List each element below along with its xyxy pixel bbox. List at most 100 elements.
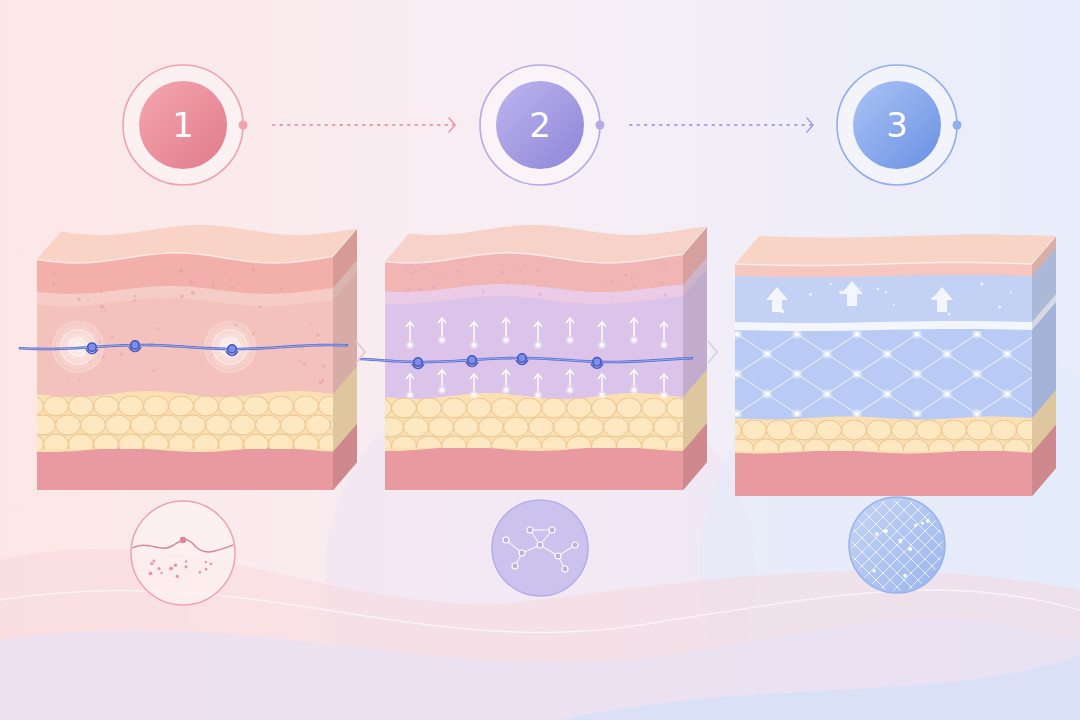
sparkle-glow	[597, 340, 607, 350]
speckle	[547, 285, 549, 287]
skin-layer	[385, 296, 683, 490]
speckle	[633, 285, 637, 289]
fat-cell	[504, 417, 529, 437]
speckle	[259, 306, 261, 308]
fat-cell	[767, 420, 792, 440]
fat-cell	[592, 398, 617, 418]
sparkle-glow	[911, 408, 923, 417]
fat-cell	[904, 439, 929, 451]
arrow-shaft	[505, 370, 507, 386]
mesh-line	[739, 485, 859, 605]
arrow-shaft	[537, 322, 539, 341]
collagen-mesh	[735, 331, 1032, 417]
arrow-shaft	[601, 374, 603, 391]
sparkle	[860, 287, 862, 289]
lift-arrow	[659, 322, 669, 350]
sparkle-glow	[971, 331, 983, 340]
fat-cell	[529, 417, 554, 437]
speckle	[174, 564, 177, 567]
thread-knot	[88, 343, 96, 351]
fat-cell	[69, 396, 94, 416]
skin-edge-highlight	[1032, 236, 1056, 264]
fat-cell	[44, 396, 69, 416]
fat-cell	[754, 439, 779, 451]
sparkle	[735, 332, 739, 336]
mesh-line	[921, 485, 1041, 605]
flow-chevron	[356, 341, 365, 363]
speckle	[209, 562, 212, 565]
skin-layer	[735, 263, 1032, 497]
speckle	[229, 279, 232, 282]
fat-cell	[454, 417, 479, 437]
mesh-line	[949, 485, 1069, 605]
mesh-line	[893, 485, 1013, 605]
fat-cell	[181, 415, 206, 435]
sparkle-glow	[597, 390, 607, 400]
speckle	[158, 567, 161, 570]
speckle	[111, 335, 114, 338]
lift-arrow	[469, 374, 479, 400]
sparkle	[872, 569, 875, 572]
arrow-shaft	[441, 318, 443, 336]
mesh-line	[739, 485, 859, 605]
detail-circle	[492, 500, 588, 596]
speckle	[500, 271, 503, 274]
fat-cell	[306, 415, 331, 435]
network-node	[512, 563, 518, 569]
sparkle	[765, 392, 769, 396]
speckle	[538, 292, 541, 295]
arrow-shaft	[633, 318, 635, 336]
detail-disc	[131, 501, 235, 605]
arrow-head	[660, 374, 668, 379]
fat-cell	[81, 415, 106, 435]
fat-cell	[294, 434, 319, 449]
sparkle	[945, 352, 949, 356]
sparkle-glow	[791, 331, 803, 340]
speckle	[133, 299, 136, 302]
speckle	[663, 268, 666, 271]
sparkle-glow	[971, 408, 983, 417]
sparkle	[568, 338, 572, 342]
skin-side	[1032, 248, 1056, 496]
speckle	[100, 305, 104, 309]
detail-circle	[725, 485, 1069, 605]
fat-cell	[319, 396, 334, 416]
speckle	[179, 270, 182, 273]
sparkle	[440, 338, 444, 342]
dotted-line	[630, 124, 813, 126]
speckle	[482, 290, 485, 293]
thread	[360, 354, 692, 369]
lift-arrow	[437, 318, 447, 345]
sparkle	[795, 412, 799, 416]
arrow-shaft	[409, 374, 411, 391]
step-circle-fill	[496, 81, 584, 169]
sparkle	[875, 532, 879, 536]
fat-cell	[854, 439, 879, 451]
fat-cell	[492, 398, 517, 418]
mesh-line	[879, 485, 999, 605]
skin-side	[683, 268, 707, 490]
skin-side	[333, 260, 357, 490]
thread-knot	[518, 354, 526, 362]
mesh-line	[907, 485, 1027, 605]
speckle	[474, 287, 476, 289]
fat-cell	[792, 420, 817, 440]
fat-cell	[667, 398, 684, 418]
fat-cell	[392, 398, 417, 418]
lift-arrow	[533, 374, 543, 400]
sparkle	[876, 288, 879, 291]
skin-layer	[37, 391, 333, 490]
speckle	[176, 575, 179, 578]
sparkle-glow	[501, 385, 511, 395]
speckle	[185, 560, 188, 563]
fat-cell	[194, 434, 219, 449]
fat-cell	[867, 420, 892, 440]
skin-layer	[385, 253, 683, 490]
stimulation-glow	[202, 319, 258, 375]
arrow-head	[566, 370, 574, 375]
lift-arrow	[437, 370, 447, 395]
speckle	[231, 286, 233, 288]
network-node	[503, 537, 509, 543]
speckle	[624, 273, 627, 276]
skin-side	[1032, 390, 1056, 496]
